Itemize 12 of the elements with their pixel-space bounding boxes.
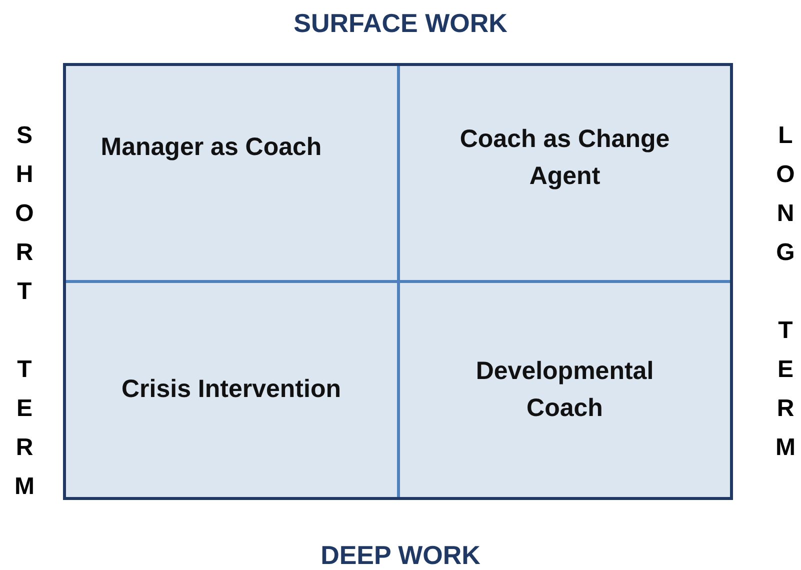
matrix-cell	[66, 283, 396, 497]
axis-label: SURFACE WORK	[292, 8, 508, 39]
cell-label: Coach as Change Agent	[458, 124, 671, 192]
axis-label: LONG TERM	[773, 122, 797, 473]
cell-label: Developmental Coach	[474, 356, 655, 424]
cell-label: Manager as Coach	[100, 132, 322, 164]
matrix-cell	[66, 66, 396, 280]
matrix-cell	[400, 66, 730, 280]
matrix-cell	[400, 283, 730, 497]
axis-label: SHORT TERM	[12, 122, 36, 512]
cell-label: Crisis Intervention	[122, 374, 341, 406]
axis-label: DEEP WORK	[320, 540, 482, 570]
